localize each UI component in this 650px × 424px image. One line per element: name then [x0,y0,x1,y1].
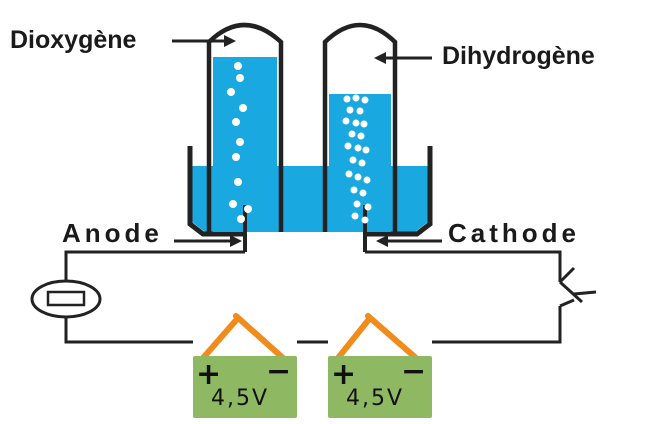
battery-1-voltage: 4,5V [211,386,269,411]
beaker-wall-left [187,146,245,237]
battery-1-minus: − [266,354,291,389]
battery-2-body [328,356,432,418]
battery-1-plus: + [196,357,221,392]
battery-2-minus: − [401,354,426,389]
label-pointers [172,35,442,247]
battery-1-terminal-plus [200,315,241,361]
battery-2-plus: + [331,357,356,392]
oxygen-label: Dioxygène [10,26,137,54]
battery-2-terminal-minus [365,313,419,361]
battery-2-voltage: 4,5V [346,386,404,411]
hydrogen-label: Dihydrogène [442,42,595,70]
ammeter-display [46,290,86,307]
hydrogen-bubbles [342,94,372,224]
switch [558,266,597,322]
battery-1-body [193,356,297,418]
anode-label: Anode [62,218,163,248]
right-tube [322,22,398,232]
battery-1-terminal-minus [233,313,286,361]
beaker-wall-right [367,146,433,237]
battery-2: + − 4,5V [328,313,432,418]
battery-2-terminal-plus [335,315,373,361]
circuit-wire [64,250,562,344]
cathode-label: Cathode [448,218,580,248]
oxygen-bubbles [227,62,252,223]
battery-1: + − 4,5V [193,313,297,418]
left-tube-water [213,57,277,232]
